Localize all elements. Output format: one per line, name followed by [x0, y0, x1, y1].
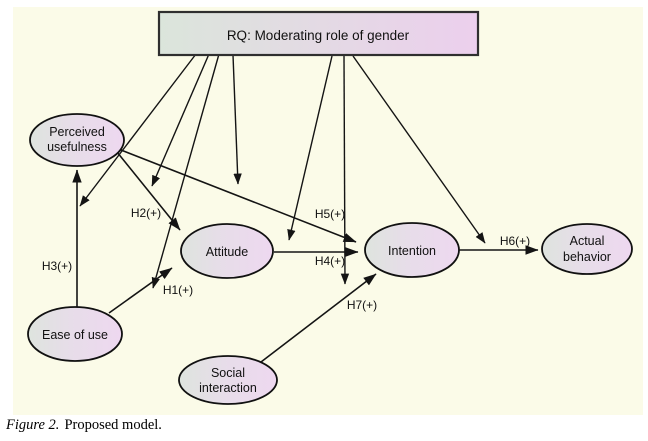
node-social-interaction-label-line1: Social	[211, 366, 245, 380]
label-h4: H4(+)	[315, 254, 345, 268]
label-h2: H2(+)	[131, 206, 161, 220]
moderator-arrow-to-h3	[79, 53, 197, 207]
node-actual-behavior-label-line2: behavior	[563, 250, 611, 264]
moderator-box-label: RQ: Moderating role of gender	[227, 28, 410, 43]
node-attitude-label: Attitude	[206, 245, 248, 259]
nodes: Perceived usefulness Attitude Intention …	[27, 113, 633, 405]
node-perceived-usefulness-label-line2: usefulness	[47, 140, 107, 154]
node-social-interaction-label-line2: interaction	[199, 381, 257, 395]
node-perceived-usefulness-label-line1: Perceived	[49, 125, 105, 139]
label-h1: H1(+)	[163, 283, 193, 297]
edge-h7	[260, 273, 377, 363]
edge-h2	[116, 151, 181, 231]
hypothesis-arrows	[72, 149, 539, 363]
moderator-arrow-to-h2	[151, 53, 210, 187]
label-h5: H5(+)	[315, 207, 345, 221]
edge-h5	[120, 149, 357, 243]
figure-caption: Figure 2. Proposed model.	[5, 417, 162, 433]
moderator-arrow-to-h7	[340, 55, 350, 285]
hypothesis-labels: H3(+) H1(+) H2(+) H4(+) H5(+) H6(+) H7(+…	[42, 206, 530, 312]
node-ease-of-use	[27, 306, 123, 362]
node-intention	[364, 222, 460, 278]
moderator-arrow-to-h1	[151, 53, 220, 289]
moderator-box	[157, 10, 480, 57]
node-social-interaction	[178, 355, 278, 405]
moderator-arrow-to-h6	[352, 55, 486, 244]
label-h7: H7(+)	[347, 298, 377, 312]
moderator-arrows	[79, 53, 486, 289]
node-perceived-usefulness	[29, 113, 125, 167]
label-h3: H3(+)	[42, 259, 72, 273]
node-attitude	[180, 223, 274, 279]
node-actual-behavior	[541, 223, 633, 275]
node-intention-label: Intention	[388, 244, 436, 258]
node-ease-of-use-label: Ease of use	[42, 328, 108, 342]
moderator-arrow-to-h4	[287, 55, 333, 241]
figure-caption-number: Figure 2.	[5, 417, 59, 433]
figure-caption-text: Proposed model.	[64, 417, 161, 433]
label-h6: H6(+)	[500, 234, 530, 248]
edge-h1	[108, 267, 173, 314]
node-actual-behavior-label-line1: Actual	[570, 234, 605, 248]
moderator-arrow-to-h5	[232, 54, 242, 185]
